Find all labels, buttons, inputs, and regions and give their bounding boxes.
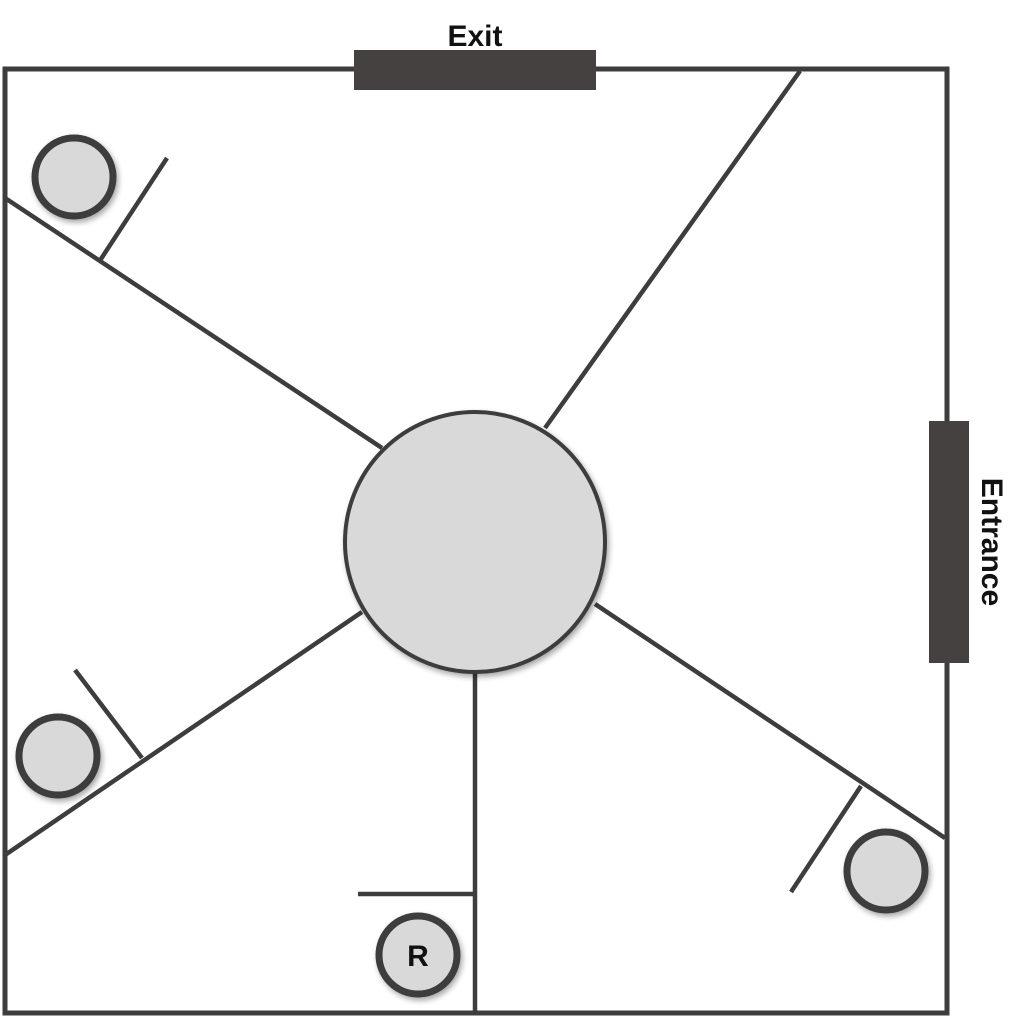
divider-upper-left (3, 196, 384, 450)
partition-lower-left (73, 668, 144, 760)
central-hub-circle (343, 410, 607, 674)
partition-upper-left (97, 156, 169, 264)
station-r (375, 912, 461, 998)
station-lower-right (843, 828, 929, 914)
entrance-door (929, 421, 969, 663)
exit-label: Exit (447, 20, 502, 53)
exit-door (354, 50, 596, 90)
entrance-label: Entrance (975, 478, 1008, 606)
divider-lower-left (3, 610, 364, 857)
divider-upper-right (543, 69, 802, 430)
station-upper-left (31, 134, 117, 220)
station-lower-left (15, 713, 101, 799)
divider-lower-right (593, 602, 947, 840)
station-r-label: R (407, 940, 429, 973)
partition-lower-right (789, 784, 863, 894)
